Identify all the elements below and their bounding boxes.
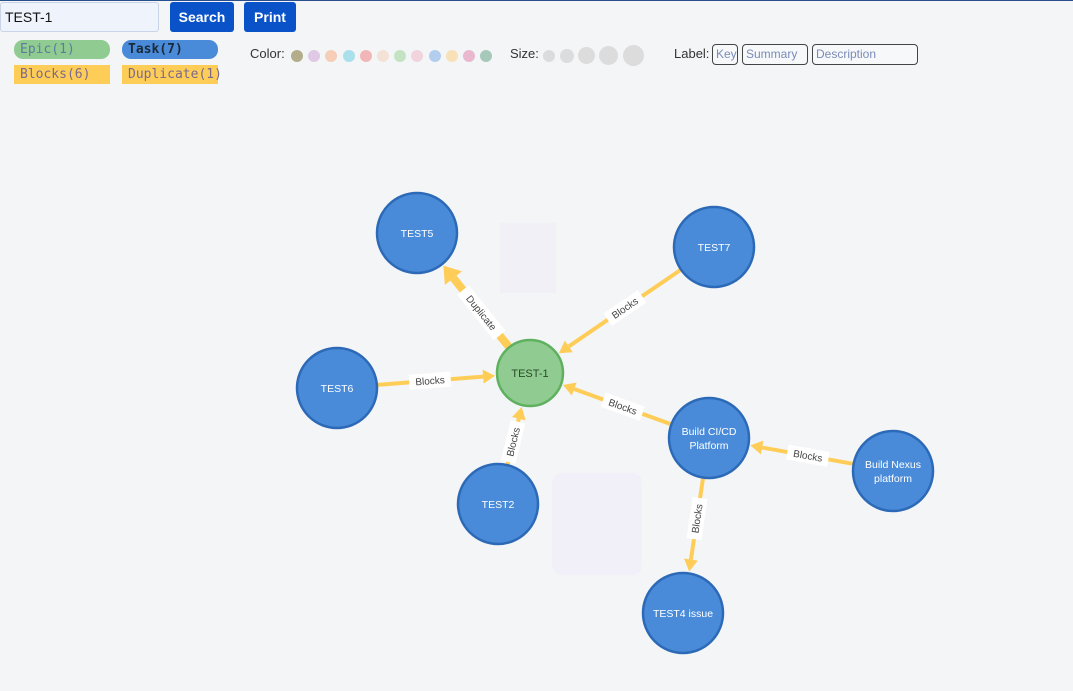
node-circle xyxy=(375,191,459,275)
node-t5[interactable]: TEST5 xyxy=(375,191,459,275)
node-label: TEST4 issue xyxy=(653,608,713,620)
legend-epic-filter[interactable]: Epic(1) xyxy=(14,40,110,59)
edge-ci-t4[interactable]: Blocks xyxy=(684,477,708,572)
legend-task-filter[interactable]: Task(7) xyxy=(122,40,218,59)
edge-arrowhead xyxy=(512,407,526,421)
node-t6[interactable]: TEST6 xyxy=(295,346,379,430)
edge-label-bg xyxy=(500,419,526,464)
size-option[interactable] xyxy=(578,47,595,64)
node-ci[interactable]: Build CI/CD Platform xyxy=(667,396,751,480)
node-label: platform xyxy=(874,473,912,485)
size-label: Size: xyxy=(510,46,539,61)
print-button[interactable]: Print xyxy=(244,2,296,32)
edge-arrowhead xyxy=(558,340,573,354)
edge-label: Blocks xyxy=(600,392,645,421)
node-root[interactable]: TEST-1 xyxy=(495,338,565,408)
size-option[interactable] xyxy=(543,50,555,62)
color-label: Color: xyxy=(250,46,285,61)
color-swatch[interactable] xyxy=(480,50,493,62)
edge-label-text: Blocks xyxy=(415,375,445,388)
color-swatch[interactable] xyxy=(359,50,372,62)
node-t7[interactable]: TEST7 xyxy=(672,205,756,289)
edge-label-bg xyxy=(686,496,708,541)
edge-nx-ci[interactable]: Blocks xyxy=(750,440,854,467)
edge-root-t5[interactable]: Duplicate xyxy=(443,265,513,350)
edge-arrowhead xyxy=(562,382,577,396)
edge-t7-root[interactable]: Blocks xyxy=(558,267,683,354)
size-option[interactable] xyxy=(560,49,574,63)
edge-label: Blocks xyxy=(786,444,830,467)
label-summary-button[interactable]: Summary xyxy=(742,44,808,65)
size-option[interactable] xyxy=(599,46,618,65)
edge-arrowhead xyxy=(684,558,698,572)
legend-blocks-filter[interactable]: Blocks(6) xyxy=(14,65,110,84)
background-shapes xyxy=(500,223,642,575)
edge-label-bg xyxy=(457,285,506,341)
color-swatch[interactable] xyxy=(308,50,321,62)
node-circle xyxy=(456,462,540,546)
node-circle xyxy=(667,396,751,480)
edge-label: Blocks xyxy=(500,419,526,464)
label-description-button[interactable]: Description xyxy=(812,44,918,65)
node-nx[interactable]: Build Nexus platform xyxy=(851,429,935,513)
edge-arrowhead xyxy=(482,369,496,384)
edge-t6-root[interactable]: Blocks xyxy=(376,369,496,390)
node-circle xyxy=(851,429,935,513)
color-swatch[interactable] xyxy=(291,50,303,62)
edge-t2-root[interactable]: Blocks xyxy=(500,407,526,466)
edge-label-bg xyxy=(786,444,830,467)
edge-label-bg xyxy=(600,392,645,421)
edge-label: Blocks xyxy=(408,371,452,390)
node-circle xyxy=(295,346,379,430)
node-label: Build CI/CD xyxy=(682,426,737,438)
legend-duplicate-filter[interactable]: Duplicate(1) xyxy=(122,65,222,84)
color-swatch[interactable] xyxy=(325,50,338,62)
edge-label: Blocks xyxy=(686,496,708,541)
color-swatch[interactable] xyxy=(463,50,475,62)
node-label: TEST2 xyxy=(482,499,515,511)
node-t4[interactable]: TEST4 issue xyxy=(641,571,725,655)
edge-label-text: Duplicate xyxy=(463,294,498,334)
edge-label-text: Blocks xyxy=(792,449,823,465)
label-key-button[interactable]: Key xyxy=(712,44,738,65)
node-label: TEST6 xyxy=(321,383,354,395)
node-t2[interactable]: TEST2 xyxy=(456,462,540,546)
color-swatch[interactable] xyxy=(342,50,355,62)
edge-label: Blocks xyxy=(603,290,647,326)
label-label: Label: xyxy=(674,46,710,61)
node-label: Platform xyxy=(689,440,728,452)
color-swatch[interactable] xyxy=(394,50,407,62)
edge-arrowhead xyxy=(443,265,462,286)
color-swatch[interactable] xyxy=(445,50,458,62)
edge-label-bg xyxy=(408,371,452,390)
node-label: TEST-1 xyxy=(511,368,548,380)
edge-ci-root[interactable]: Blocks xyxy=(562,382,673,427)
node-circle xyxy=(672,205,756,289)
edge-label-bg xyxy=(603,290,647,326)
search-input[interactable] xyxy=(0,2,159,32)
node-label: Build Nexus xyxy=(865,459,921,471)
node-circle xyxy=(495,338,565,408)
color-swatch[interactable] xyxy=(411,50,424,62)
edge-label-text: Blocks xyxy=(690,503,705,534)
node-label: TEST5 xyxy=(401,228,434,240)
size-option[interactable] xyxy=(623,45,644,66)
edge-label: Duplicate xyxy=(457,285,506,341)
search-button[interactable]: Search xyxy=(170,2,234,32)
color-swatch[interactable] xyxy=(377,50,389,62)
node-circle xyxy=(641,571,725,655)
color-swatch[interactable] xyxy=(428,50,441,62)
edge-arrowhead xyxy=(750,440,764,455)
node-label: TEST7 xyxy=(698,242,731,254)
